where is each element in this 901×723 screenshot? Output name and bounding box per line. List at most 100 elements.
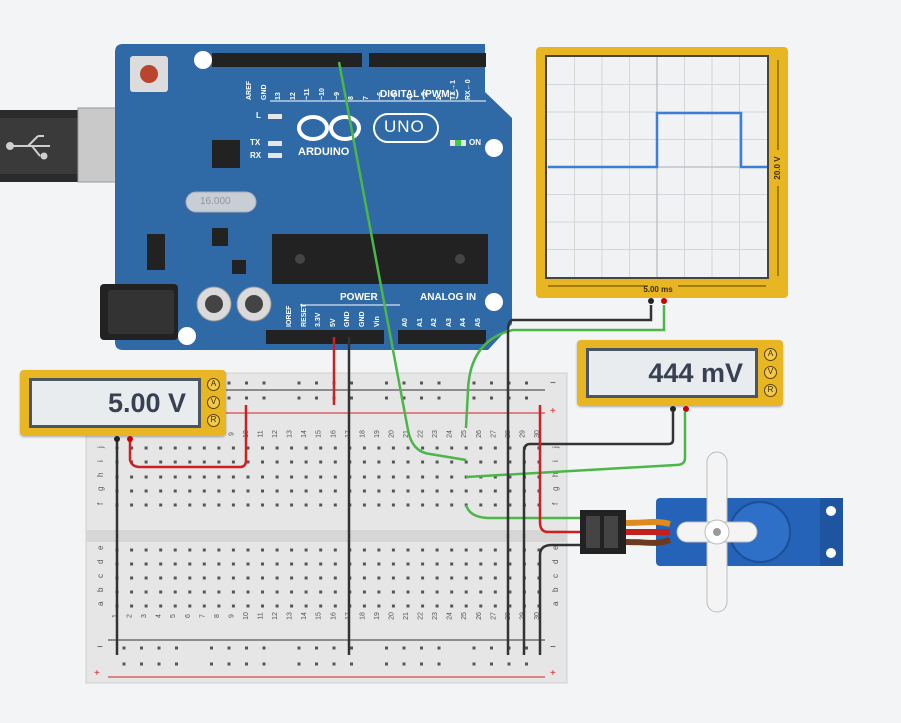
row-letter: b: [96, 587, 105, 592]
row-letter: i: [96, 460, 105, 462]
pin-label: IOREF: [286, 305, 293, 327]
led-tx-label: TX: [250, 138, 261, 147]
wire-green-servo: [464, 504, 580, 520]
oscilloscope[interactable]: 5.00 ms 20.0 V: [536, 47, 788, 304]
column-number: 6: [185, 614, 192, 618]
column-number: 24: [447, 612, 454, 620]
multimeter-2-value: 444 mV: [648, 357, 743, 388]
column-number: 16: [330, 430, 337, 438]
column-number: 14: [301, 612, 308, 620]
multimeter-1[interactable]: 5.00 V A V R: [20, 370, 226, 436]
pin-label: 4: [406, 96, 414, 100]
scope-waveform: [548, 111, 767, 169]
servo-motor[interactable]: [580, 451, 843, 613]
row-letter: j: [96, 446, 105, 449]
column-number: 18: [359, 430, 366, 438]
wire-green-pin9: [337, 61, 467, 462]
row-letter: a: [551, 601, 560, 606]
row-letter: e: [96, 545, 105, 550]
row-letter: i: [551, 460, 560, 462]
pin-label: ~3: [421, 92, 429, 100]
analog-label: ANALOG IN: [420, 292, 477, 303]
pin-label: RX←0: [465, 79, 472, 100]
pin-label: GND: [260, 84, 268, 100]
column-number: 1: [112, 614, 119, 618]
pin-label: 13: [275, 92, 283, 100]
pin-label: TX→1: [450, 80, 458, 100]
pin-label: Vin: [373, 316, 381, 327]
column-number: 22: [418, 430, 425, 438]
mode-r-button-1[interactable]: R: [207, 414, 220, 427]
pin-label: 2: [435, 96, 443, 100]
pin-label: 12: [289, 92, 297, 100]
led-l-label: L: [256, 111, 261, 120]
column-number: 23: [432, 430, 439, 438]
column-number: 14: [301, 430, 308, 438]
column-number: 26: [476, 612, 483, 620]
column-number: 7: [199, 614, 206, 618]
wire-green-scope: [464, 305, 666, 429]
column-number: 25: [461, 612, 468, 620]
arduino-uno-board[interactable]: [100, 44, 512, 350]
multimeter-2[interactable]: 444 mV A V R: [577, 340, 783, 406]
mode-v-button-1[interactable]: V: [207, 396, 220, 409]
wire-red-meter1: [128, 405, 248, 469]
power-label: POWER: [340, 292, 378, 303]
column-number: 30: [534, 430, 541, 438]
column-number: 16: [330, 612, 337, 620]
multimeter-1-display: 5.00 V: [29, 378, 201, 428]
column-number: 25: [461, 430, 468, 438]
mode-a-button-1[interactable]: A: [207, 378, 220, 391]
column-number: 20: [388, 430, 395, 438]
wire-black-servo: [538, 543, 580, 655]
pin-label: ~10: [319, 88, 326, 100]
digital-header-label: DIGITAL (PWM~): [380, 89, 459, 100]
pin-label: A3: [445, 318, 453, 327]
wire-black-scope: [506, 305, 653, 655]
crystal-label: 16.000: [200, 196, 231, 207]
column-number: 26: [476, 430, 483, 438]
pin-label: 7: [362, 96, 370, 100]
column-number: 30: [534, 612, 541, 620]
pin-label: A5: [475, 318, 482, 327]
multimeter-1-value: 5.00 V: [107, 387, 186, 418]
wire-black-meter2: [522, 412, 675, 655]
pin-label: A0: [402, 318, 409, 327]
pin-label: ~9: [333, 92, 341, 100]
row-letter: e: [551, 545, 560, 550]
wire-green-meter2: [465, 412, 687, 479]
mode-r-button-2[interactable]: R: [764, 384, 777, 397]
pin-label: RESET: [300, 303, 308, 327]
wires: [115, 61, 687, 655]
rail-plus-label-bl: +: [94, 668, 100, 679]
mode-a-button-2[interactable]: A: [764, 348, 777, 361]
arduino-brand: ARDUINO: [298, 146, 350, 158]
rail-minus-label-bl: −: [97, 642, 103, 653]
pin-label: ~6: [377, 92, 385, 100]
column-number: 9: [228, 614, 235, 618]
column-number: 23: [432, 612, 439, 620]
row-letter: a: [96, 601, 105, 606]
row-letter: d: [96, 560, 105, 564]
pin-label: AREF: [246, 80, 253, 100]
column-number: 9: [228, 432, 235, 436]
column-number: 20: [388, 612, 395, 620]
arduino-model: UNO: [384, 117, 425, 136]
column-number: 15: [316, 612, 323, 620]
mode-v-button-2[interactable]: V: [764, 366, 777, 379]
pin-label: A4: [460, 318, 468, 327]
column-number: 19: [374, 612, 381, 620]
rail-minus-label-tr: −: [550, 378, 556, 389]
row-letter: b: [551, 587, 560, 592]
column-number: 27: [490, 430, 497, 438]
row-letter: h: [96, 473, 105, 477]
column-number: 3: [141, 614, 148, 618]
pin-label: GND: [359, 311, 366, 327]
column-number: 10: [243, 612, 250, 620]
row-letter: j: [551, 446, 560, 449]
led-rx-label: RX: [250, 151, 262, 160]
servo-horn: [676, 451, 758, 613]
column-number: 11: [258, 612, 265, 619]
column-number: 22: [418, 612, 425, 620]
